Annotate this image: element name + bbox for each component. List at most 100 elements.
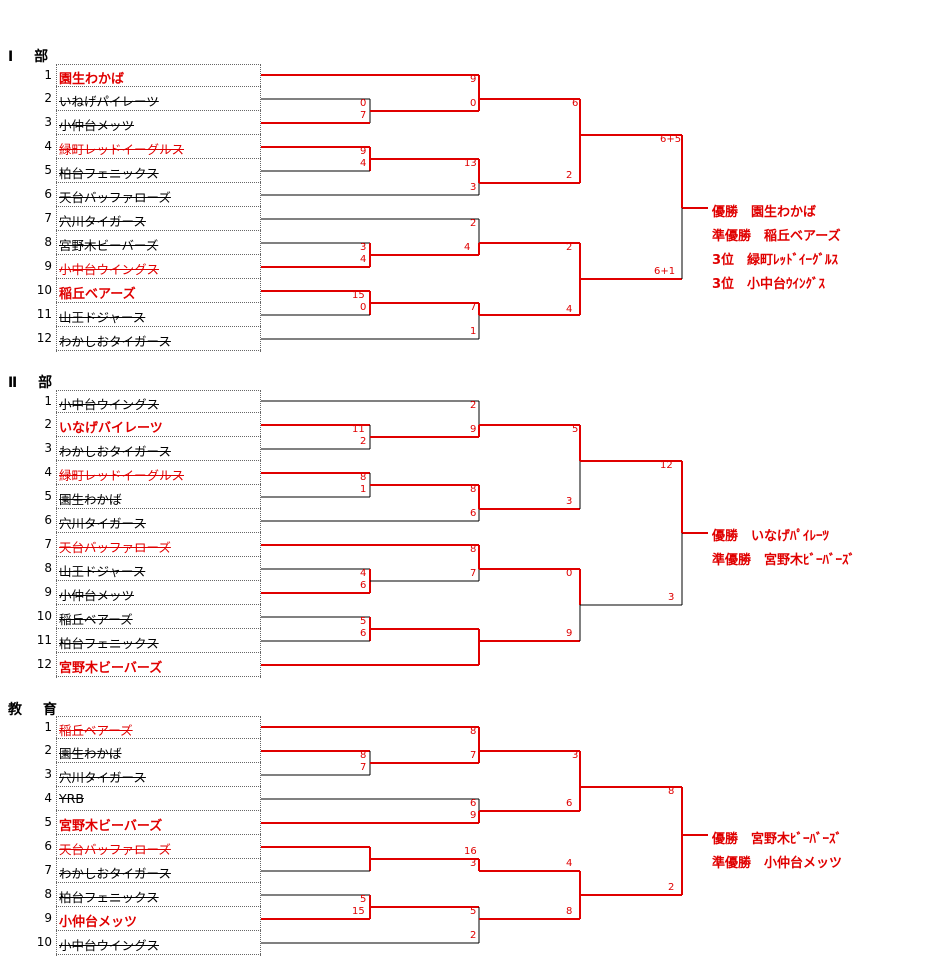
match-score: 12 bbox=[660, 460, 673, 471]
team-seed: 4 bbox=[44, 791, 52, 805]
match-score: 11 bbox=[352, 424, 365, 435]
team-row: 8 宮野木ビーバーズ bbox=[44, 232, 261, 255]
match-score: 3 bbox=[668, 592, 675, 603]
match-score: 3 bbox=[566, 496, 573, 507]
match-score: 3 bbox=[360, 242, 367, 253]
team-name: 宮野木ビーバーズ bbox=[59, 238, 159, 253]
team-seed: 12 bbox=[36, 331, 52, 345]
match-score: 9 bbox=[470, 424, 477, 435]
team-seed: 10 bbox=[36, 935, 52, 949]
match-score: 8 bbox=[668, 786, 675, 797]
team-seed: 11 bbox=[36, 633, 52, 647]
team-seed: 1 bbox=[44, 720, 52, 734]
team-seed: 8 bbox=[44, 561, 52, 575]
match-score: 6+5 bbox=[660, 134, 682, 145]
team-name: 天台バッファローズ bbox=[59, 540, 171, 555]
team-seed: 5 bbox=[44, 489, 52, 503]
team-row: 10 小中台ウイングス bbox=[37, 932, 261, 955]
match-score: 3 bbox=[572, 750, 579, 761]
match-score: 8 bbox=[566, 906, 573, 917]
team-name: 小仲台メッツ bbox=[59, 118, 135, 133]
match-score: 2 bbox=[360, 436, 367, 447]
team-name: 小中台ウイングス bbox=[59, 262, 160, 277]
match-score: 2 bbox=[470, 218, 477, 229]
match-score: 6 bbox=[566, 798, 573, 809]
match-score: 5 bbox=[572, 424, 579, 435]
team-row: 8 山王ドジャース bbox=[44, 558, 261, 581]
team-name: 柏台フェニックス bbox=[59, 890, 159, 905]
match-score: 2 bbox=[566, 170, 573, 181]
team-row: 7 わかしおタイガース bbox=[44, 860, 261, 883]
team-name: 小中台ウイングス bbox=[59, 397, 160, 412]
match-score: 8 bbox=[360, 750, 367, 761]
team-seed: 3 bbox=[44, 441, 52, 455]
match-score: 8 bbox=[470, 544, 477, 555]
team-seed: 12 bbox=[36, 657, 52, 671]
division-2-team-list bbox=[56, 390, 261, 678]
team-seed: 8 bbox=[44, 235, 52, 249]
match-score: 1 bbox=[360, 484, 367, 495]
team-seed: 7 bbox=[44, 863, 52, 877]
team-name: 稲丘ベアーズ bbox=[59, 287, 136, 302]
match-score: 16 bbox=[464, 846, 477, 857]
division-3-team-list bbox=[56, 716, 261, 956]
team-name: 小中台ウイングス bbox=[59, 938, 160, 953]
match-score: 6 bbox=[360, 628, 367, 639]
team-seed: 2 bbox=[44, 743, 52, 757]
match-score: 9 bbox=[470, 74, 477, 85]
team-name: 園生わかば bbox=[59, 72, 125, 87]
team-name: わかしおタイガース bbox=[59, 866, 171, 881]
team-name: 小仲台メッツ bbox=[59, 588, 135, 603]
d1-result-champion: 優勝 園生わかば bbox=[712, 205, 817, 220]
match-score: 4 bbox=[566, 304, 573, 315]
match-score: 7 bbox=[360, 110, 367, 121]
team-name: 稲丘ベアーズ bbox=[59, 612, 133, 627]
team-name: 穴川タイガース bbox=[59, 770, 146, 785]
team-seed: 1 bbox=[44, 394, 52, 408]
division-1-team-list bbox=[56, 64, 261, 352]
match-score: 6 bbox=[470, 508, 477, 519]
match-score: 0 bbox=[360, 302, 367, 313]
team-name: いなげバイレーツ bbox=[59, 421, 163, 436]
team-seed: 1 bbox=[44, 68, 52, 82]
team-seed: 9 bbox=[44, 911, 52, 925]
team-seed: 4 bbox=[44, 139, 52, 153]
team-name: 穴川タイガース bbox=[59, 214, 146, 229]
match-score: 6+1 bbox=[654, 266, 676, 277]
match-score: 9 bbox=[360, 146, 367, 157]
match-score: 2 bbox=[668, 882, 675, 893]
match-score: 9 bbox=[470, 810, 477, 821]
team-name: 穴川タイガース bbox=[59, 516, 146, 531]
team-name: 山王ドジャース bbox=[59, 564, 146, 579]
match-score: 1 bbox=[470, 326, 477, 337]
team-seed: 6 bbox=[44, 187, 52, 201]
match-score: 5 bbox=[360, 894, 367, 905]
match-score: 7 bbox=[470, 750, 477, 761]
team-seed: 6 bbox=[44, 839, 52, 853]
match-score: 7 bbox=[470, 302, 477, 313]
team-seed: 5 bbox=[44, 815, 52, 829]
match-score: 4 bbox=[360, 158, 367, 169]
match-score: 7 bbox=[470, 568, 477, 579]
match-score: 4 bbox=[464, 242, 471, 253]
team-name: わかしおタイガース bbox=[59, 334, 171, 349]
match-score: 5 bbox=[470, 906, 477, 917]
match-score: 4 bbox=[566, 858, 573, 869]
